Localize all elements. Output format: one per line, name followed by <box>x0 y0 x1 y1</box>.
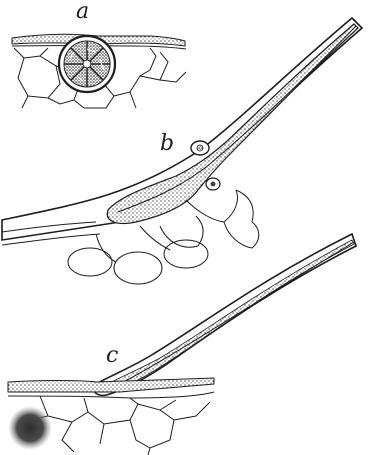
panel-b-hair-wall <box>2 18 362 240</box>
panel-a-label: a <box>76 0 89 24</box>
panel-b: b <box>2 18 362 284</box>
panel-a: a <box>12 0 186 108</box>
panel-c-label: c <box>106 343 118 368</box>
panel-c-hair-core <box>103 240 355 391</box>
panel-b-label: b <box>160 131 174 156</box>
panel-c: c <box>8 234 356 455</box>
panel-a-gland <box>59 36 115 92</box>
ink-smudge <box>8 406 52 450</box>
